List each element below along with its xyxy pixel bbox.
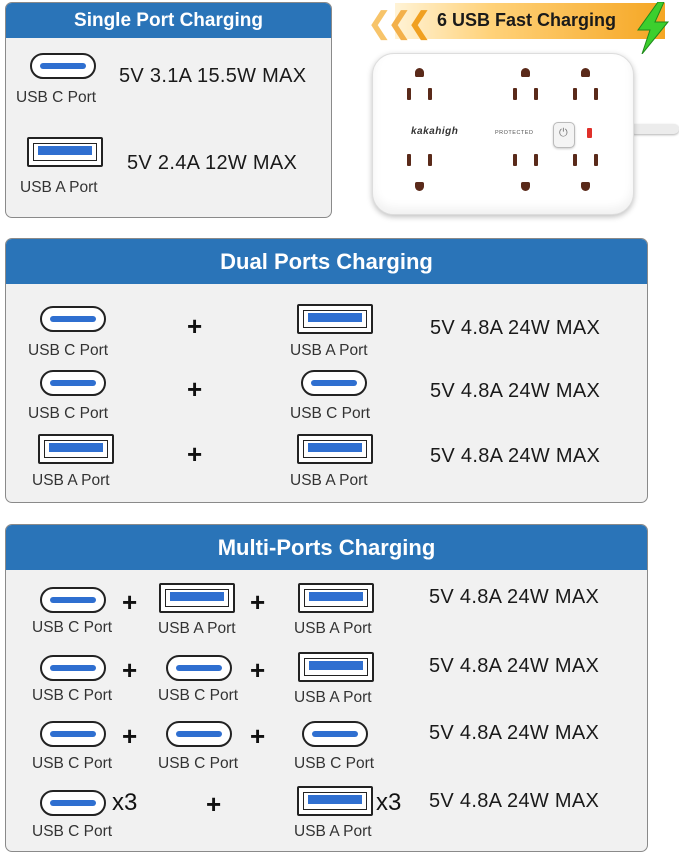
plus-sign: +: [122, 655, 138, 685]
plus-sign: +: [187, 439, 203, 469]
dual-ports-panel: Dual Ports Charging USB C Port + USB A P…: [5, 238, 648, 503]
charging-spec: 5V 4.8A 24W MAX: [429, 722, 600, 744]
ac-outlet: [509, 154, 543, 194]
usb-c-port-icon: [40, 655, 106, 681]
ac-outlet: [509, 68, 543, 108]
ac-outlet: [569, 68, 603, 108]
usb-c-port-icon: [40, 306, 106, 332]
power-icon: ⏻: [559, 127, 568, 139]
charging-spec: 5V 4.8A 24W MAX: [429, 655, 600, 677]
port-label: USB A Port: [294, 620, 372, 637]
ac-outlet: [403, 154, 437, 194]
port-label: USB C Port: [158, 687, 239, 704]
port-label: USB C Port: [28, 405, 109, 422]
usb-c-port-icon: [40, 721, 106, 747]
port-label: USB C Port: [32, 823, 113, 840]
port-label: USB A Port: [158, 620, 236, 637]
port-label: USB C Port: [16, 89, 97, 106]
brand-logo: kakahigh: [411, 126, 459, 137]
multiplier-label: x3: [376, 789, 402, 816]
charging-spec: 5V 4.8A 24W MAX: [430, 380, 601, 402]
usb-c-port-icon: [166, 721, 232, 747]
plus-sign: +: [250, 655, 266, 685]
port-label: USB A Port: [32, 472, 110, 489]
port-label: USB C Port: [294, 755, 375, 772]
plus-sign: +: [250, 587, 266, 617]
power-strip-image: kakahigh PROTECTED ⏻: [372, 53, 634, 215]
ac-outlet: [569, 154, 603, 194]
multiplier-label: x3: [112, 789, 138, 816]
port-label: USB A Port: [290, 472, 368, 489]
port-label: USB C Port: [290, 405, 371, 422]
lightning-bolt-icon: [637, 2, 670, 54]
protected-label: PROTECTED: [495, 130, 534, 136]
plus-sign: +: [250, 721, 266, 751]
charging-spec: 5V 3.1A 15.5W MAX: [119, 65, 307, 87]
fast-charging-banner: ❮ ❮ ❮ 6 USB Fast Charging: [367, 3, 665, 40]
usb-c-port-icon: [166, 655, 232, 681]
power-cord: [630, 124, 679, 134]
power-button[interactable]: ⏻: [553, 122, 575, 148]
plus-sign: +: [187, 311, 203, 341]
usb-c-port-icon: [40, 370, 106, 396]
charging-spec: 5V 4.8A 24W MAX: [430, 317, 601, 339]
dual-ports-title: Dual Ports Charging: [6, 239, 647, 284]
usb-a-port-icon: [297, 304, 373, 334]
chevron-icon: ❮: [367, 7, 393, 40]
banner-text: 6 USB Fast Charging: [437, 10, 617, 30]
usb-a-port-icon: [297, 786, 373, 816]
usb-a-port-icon: [159, 583, 235, 613]
charging-spec: 5V 2.4A 12W MAX: [127, 152, 298, 174]
usb-c-port-icon: [302, 721, 368, 747]
ac-outlet: [403, 68, 437, 108]
multi-ports-title: Multi-Ports Charging: [6, 525, 647, 570]
port-label: USB C Port: [158, 755, 239, 772]
port-label: USB A Port: [290, 342, 368, 359]
usb-a-port-icon: [298, 652, 374, 682]
port-label: USB C Port: [32, 755, 113, 772]
charging-spec: 5V 4.8A 24W MAX: [430, 445, 601, 467]
port-label: USB C Port: [32, 619, 113, 636]
plus-sign: +: [122, 721, 138, 751]
port-label: USB C Port: [32, 687, 113, 704]
chevron-icon: ❮: [407, 7, 433, 40]
port-label: USB A Port: [20, 179, 98, 196]
usb-c-port-icon: [40, 790, 106, 816]
indicator-light: [587, 128, 592, 138]
port-label: USB A Port: [294, 823, 372, 840]
port-label: USB A Port: [294, 689, 372, 706]
single-port-panel: Single Port Charging USB C Port 5V 3.1A …: [5, 2, 332, 218]
usb-a-port-icon: [38, 434, 114, 464]
usb-a-port-icon: [297, 434, 373, 464]
multi-ports-panel: Multi-Ports Charging USB C Port + USB A …: [5, 524, 648, 852]
charging-spec: 5V 4.8A 24W MAX: [429, 586, 600, 608]
plus-sign: +: [187, 374, 203, 404]
charging-spec: 5V 4.8A 24W MAX: [429, 790, 600, 812]
port-label: USB C Port: [28, 342, 109, 359]
single-port-title: Single Port Charging: [6, 3, 331, 38]
chevron-icon: ❮: [387, 7, 413, 40]
usb-c-port-icon: [301, 370, 367, 396]
usb-c-port-icon: [30, 53, 96, 79]
plus-sign: +: [206, 789, 222, 819]
usb-c-port-icon: [40, 587, 106, 613]
usb-a-port-icon: [298, 583, 374, 613]
usb-a-port-icon: [27, 137, 103, 167]
plus-sign: +: [122, 587, 138, 617]
